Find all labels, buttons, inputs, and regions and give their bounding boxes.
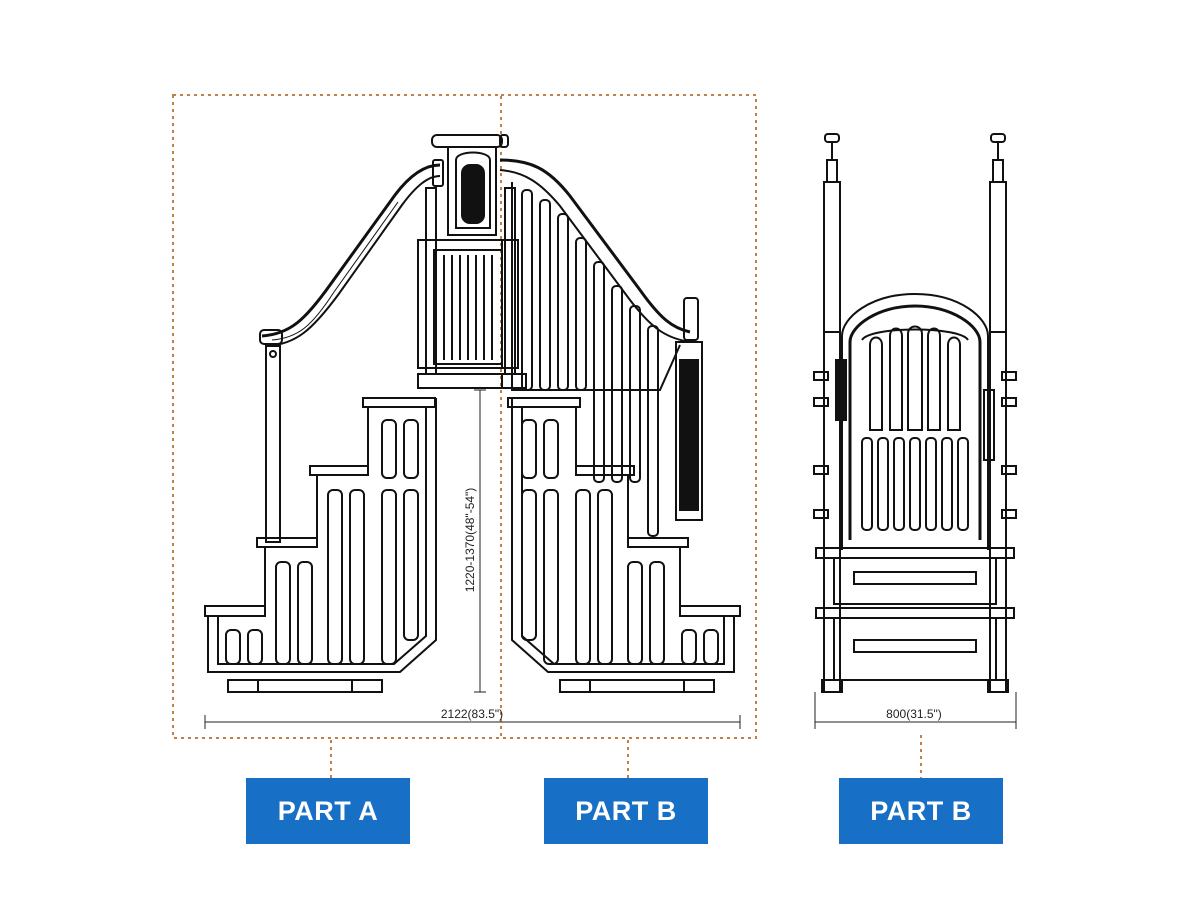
front-dimension-lines: [814, 692, 1017, 729]
part-a-label: PART A: [246, 778, 410, 844]
label-leaders: [330, 735, 922, 778]
side-view-part-a: [204, 134, 503, 693]
width-front-label: 800(31.5"): [886, 707, 942, 721]
side-dimension-lines: [204, 389, 741, 729]
front-view-part-b: [813, 133, 1017, 693]
part-b-side-label: PART B: [544, 778, 708, 844]
part-b-front-label: PART B: [839, 778, 1003, 844]
part-b-side-frame: [500, 94, 757, 739]
side-view-part-b: [499, 134, 741, 693]
part-a-frame: [172, 94, 502, 739]
width-side-label: 2122(83.5"): [441, 707, 503, 721]
height-side-label: 1220-1370(48"-54"): [463, 488, 477, 593]
